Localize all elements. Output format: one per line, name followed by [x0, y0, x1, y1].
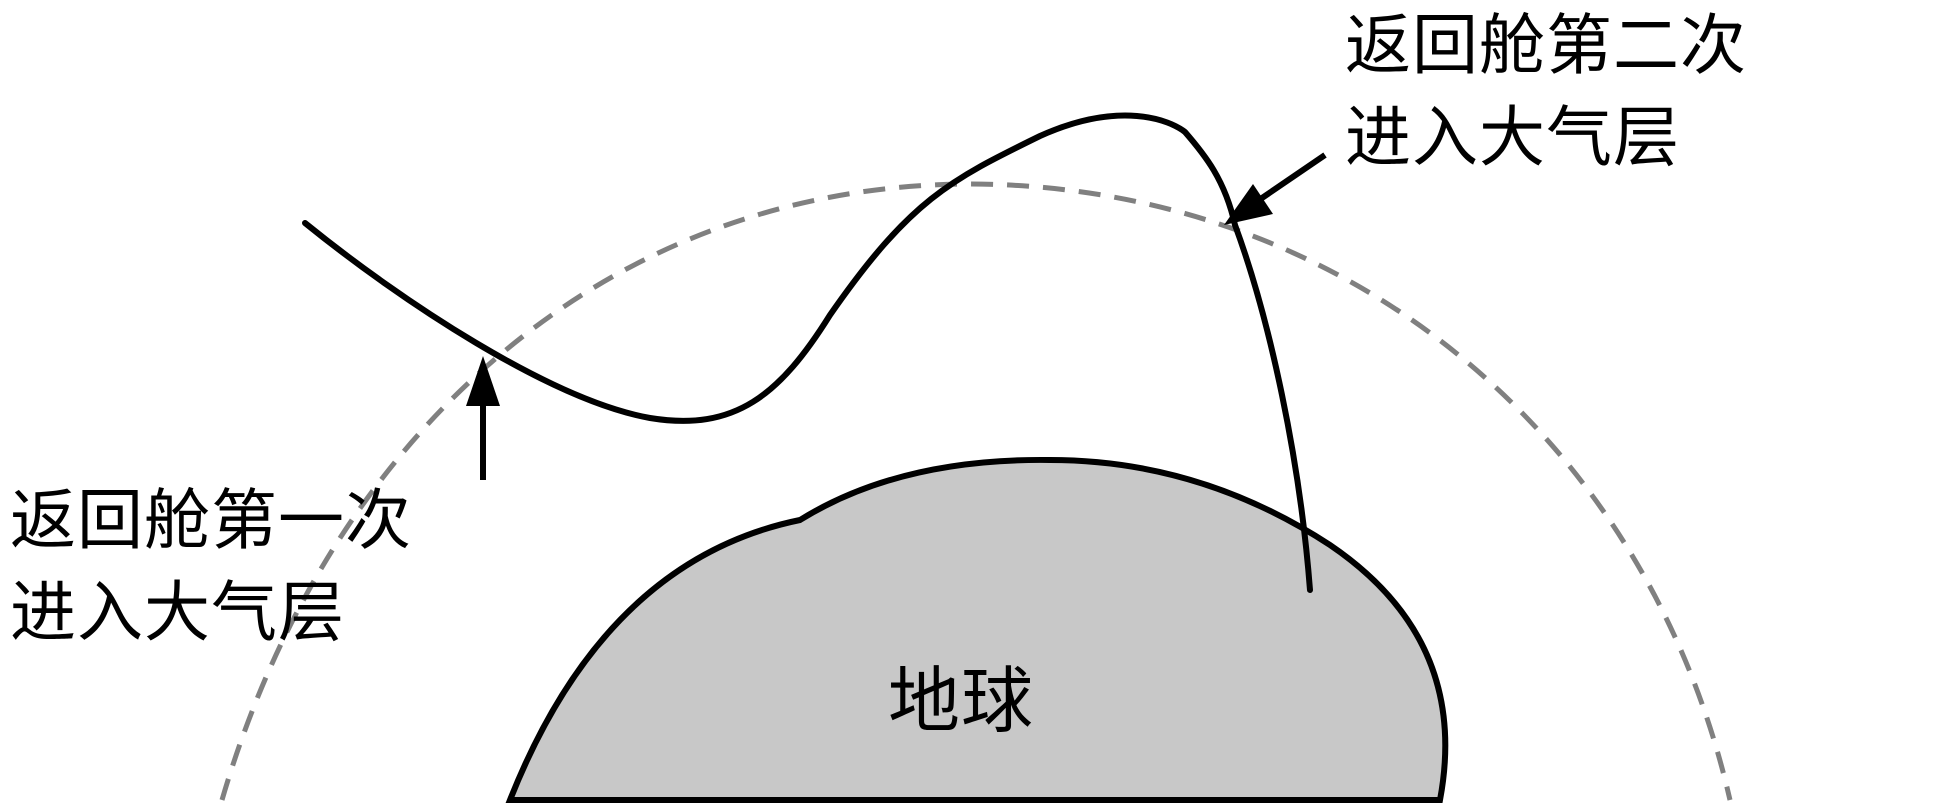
second-entry-arrow	[1224, 152, 1327, 225]
earth-label: 地球	[888, 655, 1034, 747]
earth-label-text: 地球	[888, 659, 1035, 743]
second-entry-label-line-2: 进入大气层	[1345, 99, 1680, 176]
first-entry-label-line-1: 返回舱第一次	[10, 482, 412, 559]
second-entry-label-line-1: 返回舱第二次	[1345, 7, 1747, 84]
first-entry-label-line-2: 进入大气层	[10, 574, 345, 651]
first-entry-arrowhead	[466, 356, 500, 406]
earth-shape	[505, 456, 1449, 803]
first-entry-arrow	[466, 356, 500, 480]
second-entry-label: 返回舱第二次 进入大气层	[1345, 0, 1747, 184]
second-entry-arrowhead	[1224, 184, 1273, 225]
capsule-trajectory	[302, 112, 1313, 593]
first-entry-label: 返回舱第一次 进入大气层	[10, 475, 412, 659]
